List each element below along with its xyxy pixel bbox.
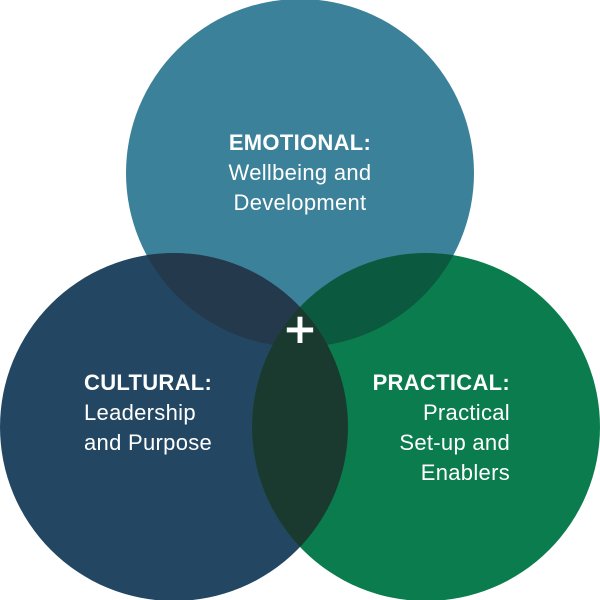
cultural-line-2: and Purpose <box>84 430 213 455</box>
overlap-emotional-cultural <box>126 253 348 347</box>
plus-icon: + <box>282 304 318 353</box>
practical-line-2: Set-up and <box>399 430 510 455</box>
practical-label: PRACTICAL: Practical Set-up and Enablers <box>290 368 510 488</box>
practical-line-1: Practical <box>422 400 510 425</box>
cultural-title: CULTURAL: <box>84 370 213 395</box>
practical-line-3: Enablers <box>420 460 510 485</box>
overlap-emotional-practical <box>252 253 474 347</box>
cultural-label: CULTURAL: Leadership and Purpose <box>84 368 304 458</box>
cultural-line-1: Leadership <box>84 400 196 425</box>
emotional-line-2: Development <box>233 190 367 215</box>
emotional-title: EMOTIONAL: <box>228 130 372 155</box>
emotional-line-1: Wellbeing and <box>228 160 372 185</box>
practical-title: PRACTICAL: <box>372 370 510 395</box>
emotional-label: EMOTIONAL: Wellbeing and Development <box>150 128 450 218</box>
